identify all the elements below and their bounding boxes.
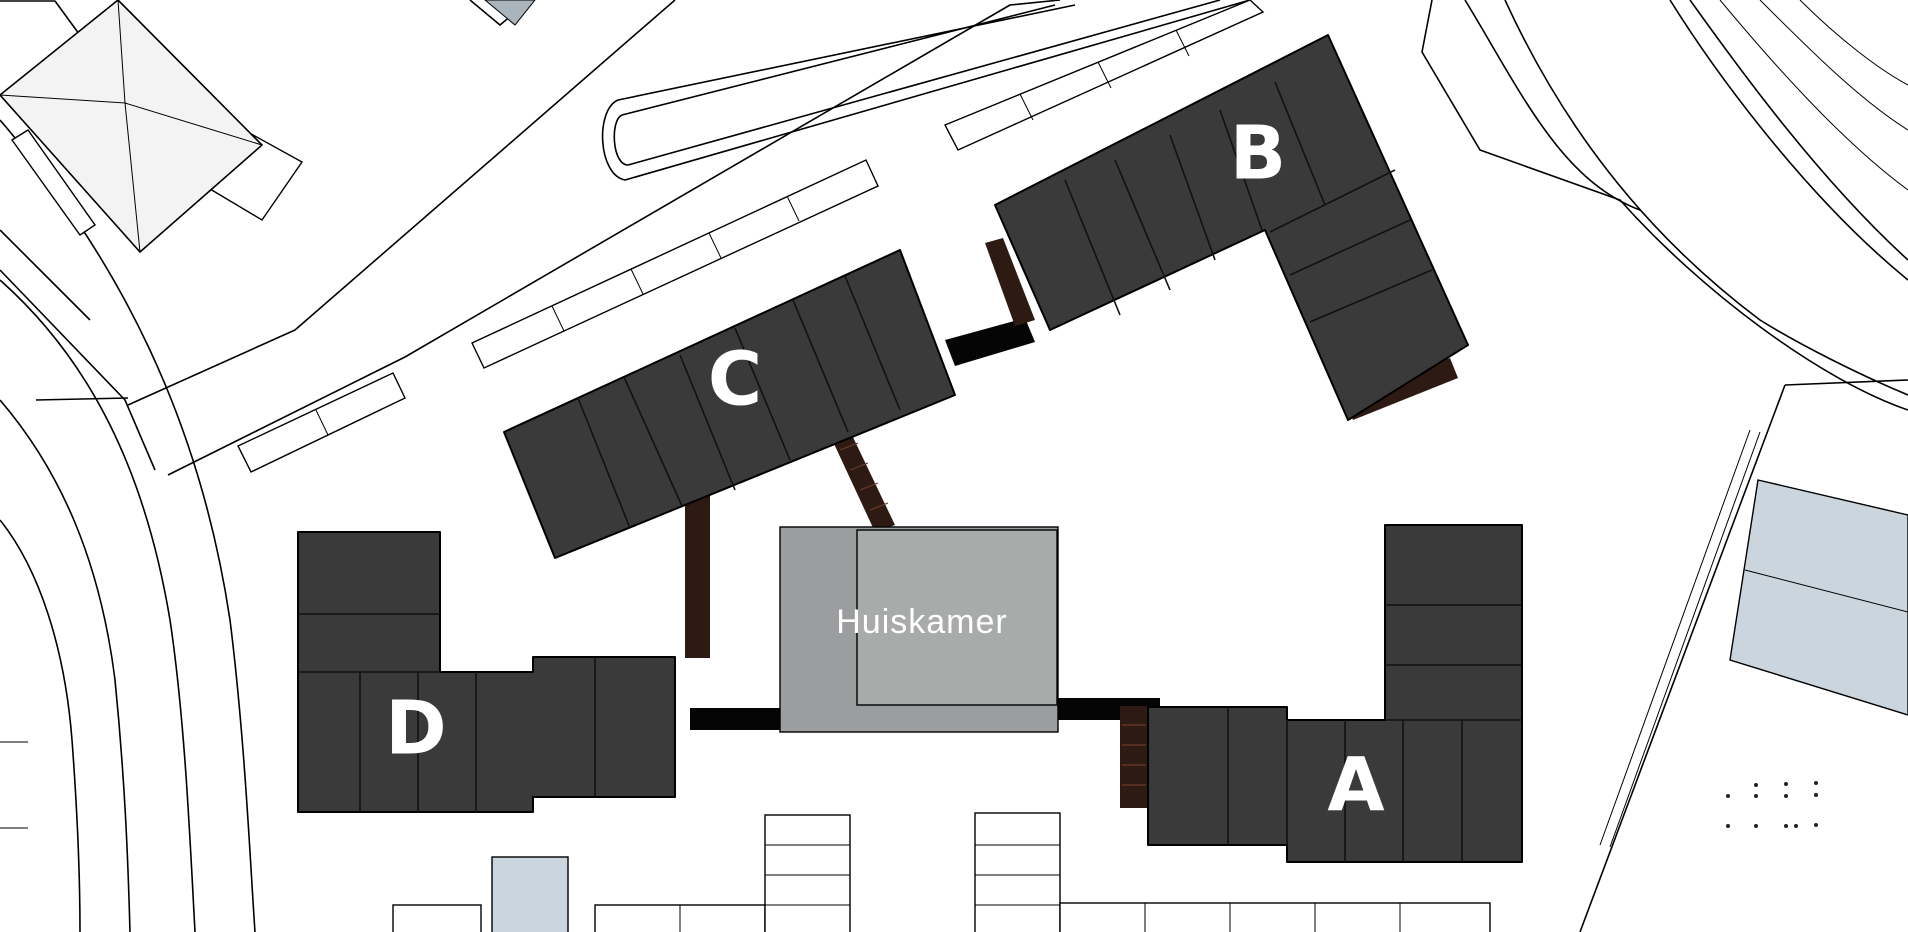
huiskamer-building: Huiskamer <box>779 526 1059 733</box>
parking-row-diagonal <box>237 0 1265 473</box>
building-c-label: C <box>708 337 762 423</box>
building-a: A <box>1147 524 1523 863</box>
building-b: B <box>994 34 1469 421</box>
building-a-label: A <box>1327 743 1384 829</box>
huiskamer-label: Huiskamer <box>836 603 1007 641</box>
building-d-label: D <box>385 686 446 772</box>
parking-row-bottom <box>392 812 1491 932</box>
building-c: C <box>503 249 956 559</box>
dot-grid <box>1726 781 1818 828</box>
blue-roof-right <box>1726 479 1908 828</box>
house-top-left <box>0 0 536 254</box>
building-d: D <box>297 531 676 813</box>
building-b-label: B <box>1230 111 1286 197</box>
